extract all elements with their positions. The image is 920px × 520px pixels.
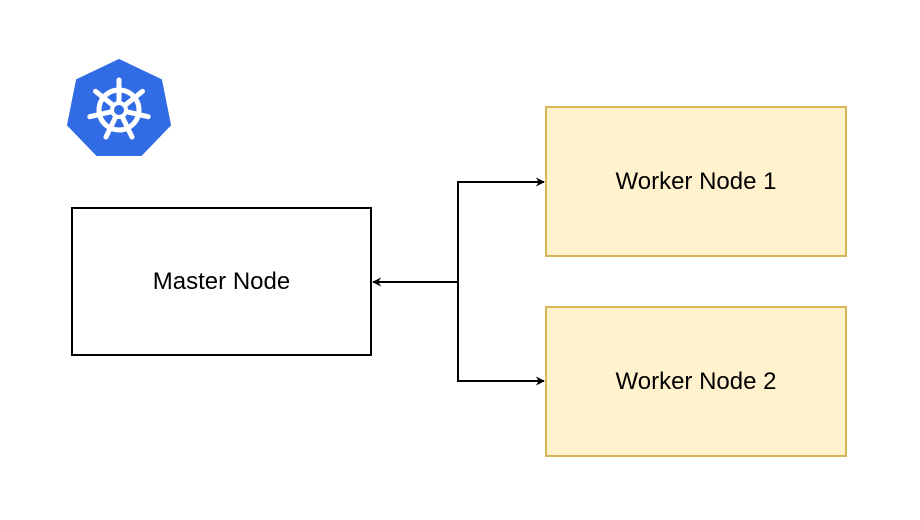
edge-master-to-worker-2 — [457, 282, 545, 386]
edge-master-to-worker-1 — [372, 177, 545, 287]
kubernetes-logo-icon — [67, 59, 171, 156]
master-node-label: Master Node — [152, 267, 291, 295]
worker-node-1[interactable]: Worker Node 1 — [545, 106, 847, 257]
master-node[interactable]: Master Node — [71, 207, 372, 356]
worker-node-2-label: Worker Node 2 — [615, 367, 777, 395]
worker-node-1-label: Worker Node 1 — [615, 167, 777, 195]
worker-node-2[interactable]: Worker Node 2 — [545, 306, 847, 457]
logo-wheel-hub — [110, 101, 128, 119]
